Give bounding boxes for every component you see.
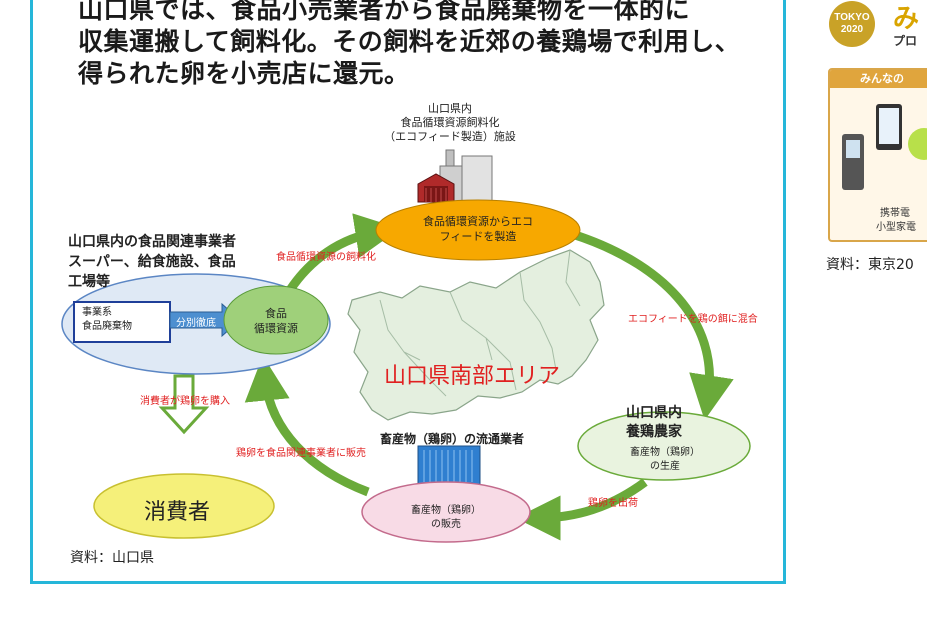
sidebar-subtitle: プロ (893, 34, 918, 48)
headline: 山口県では、食品小売業者から食品廃棄物を一体的に 収集運搬して飼料化。その飼料を… (78, 0, 768, 90)
business-box (73, 301, 171, 343)
headline-line-2: 収集運搬して飼料化。その飼料を近郊の養鶏場で利用し、 (78, 27, 741, 56)
business-heading-line-1: 山口県内の食品関連事業者 (68, 234, 236, 250)
arrow-to-farm (570, 229, 734, 421)
facility-label-line-1: 山口県内 (428, 102, 472, 115)
arrow-sell-to-business (244, 355, 370, 497)
sales-label-line-1: 畜産物（鶏卵） (411, 505, 481, 516)
food-resource-label: 食品 循環資源 (234, 306, 318, 336)
arrow-ship-eggs (515, 478, 648, 541)
sidebar-source: 資料：東京20 (826, 257, 914, 273)
farm-label: 畜産物（鶏卵） の生産 (610, 446, 720, 474)
consumer-ellipse (93, 473, 275, 539)
sort-arrow-label: 分別徹底 (176, 318, 216, 329)
flow-to-recycling: 食品循環資源の飼料化 (276, 252, 376, 263)
food-resource-ellipse (223, 285, 329, 355)
diagram-source: 資料：山口県 (70, 550, 154, 566)
sidebar-card-text-1: 携帯電 (880, 208, 910, 219)
business-heading-line-2: スーパー、給食施設、食品 (68, 254, 236, 270)
headline-line-1: 山口県では、食品小売業者から食品廃棄物を一体的に (78, 0, 691, 24)
badge-text-2: 2020 (841, 24, 864, 35)
headline-line-3: 得られた卵を小売店に還元。 (78, 59, 410, 88)
business-heading-line-3: 工場等 (68, 274, 110, 290)
flow-consumer-buy: 消費者が鶏卵を購入 (140, 396, 230, 407)
business-heading: 山口県内の食品関連事業者 スーパー、給食施設、食品 工場等 (68, 232, 236, 292)
facility-label-line-3: （エコフィード製造）施設 (384, 130, 516, 143)
ecofeed-ellipse (375, 199, 581, 261)
flow-ship-eggs: 鶏卵を出荷 (588, 498, 638, 509)
food-resource-line-2: 循環資源 (254, 322, 298, 335)
facility-label-line-2: 食品循環資源飼料化 (400, 116, 500, 129)
phones-icon (842, 104, 927, 190)
yamaguchi-map (347, 249, 605, 421)
region-label: 山口県南部エリア (384, 364, 561, 389)
ecofeed-label: 食品循環資源からエコ フィードを製造 (398, 214, 558, 244)
consumer-label: 消費者 (144, 500, 211, 525)
farm-heading: 山口県内 養鶏農家 (626, 404, 682, 442)
farm-label-line-2: の生産 (650, 461, 680, 472)
sidebar-card-text-2: 小型家電 (876, 222, 916, 233)
flow-to-farm: エコフィードを鶏の餌に混合 (628, 314, 758, 325)
business-box-label: 事業系 食品廃棄物 (82, 306, 132, 334)
sidebar-card-header: みんなの (830, 70, 927, 88)
facility-label: 山口県内 食品循環資源飼料化 （エコフィード製造）施設 (380, 102, 520, 144)
sales-label: 畜産物（鶏卵） の販売 (396, 504, 496, 532)
sidebar-card: みんなの 携帯電 小型家電 (828, 68, 927, 242)
farm-heading-line-2: 養鶏農家 (626, 424, 682, 440)
farm-heading-line-1: 山口県内 (626, 405, 682, 421)
ecofeed-label-line-2: フィードを製造 (439, 230, 517, 243)
sidebar-title: み (893, 4, 920, 34)
food-resource-line-1: 食品 (265, 307, 287, 320)
sales-ellipse (361, 481, 531, 543)
arrow-to-recycling (286, 213, 401, 293)
consumer-down-arrow (158, 374, 210, 435)
badge-text-1: TOKYO (834, 12, 870, 23)
ecofeed-label-line-1: 食品循環資源からエコ (423, 215, 533, 228)
business-box-line-1: 事業系 (82, 307, 112, 318)
factory-icon (417, 149, 493, 203)
flow-sell-to-business: 鶏卵を食品関連事業者に販売 (236, 448, 366, 459)
farm-label-line-1: 畜産物（鶏卵） (630, 447, 700, 458)
tokyo-2020-badge-icon: TOKYO 2020 (829, 1, 875, 47)
business-box-line-2: 食品廃棄物 (82, 321, 132, 332)
farm-ellipse (577, 411, 751, 481)
sales-label-line-2: の販売 (431, 519, 461, 530)
distributor-heading: 畜産物（鶏卵）の流通業者 (380, 432, 525, 446)
